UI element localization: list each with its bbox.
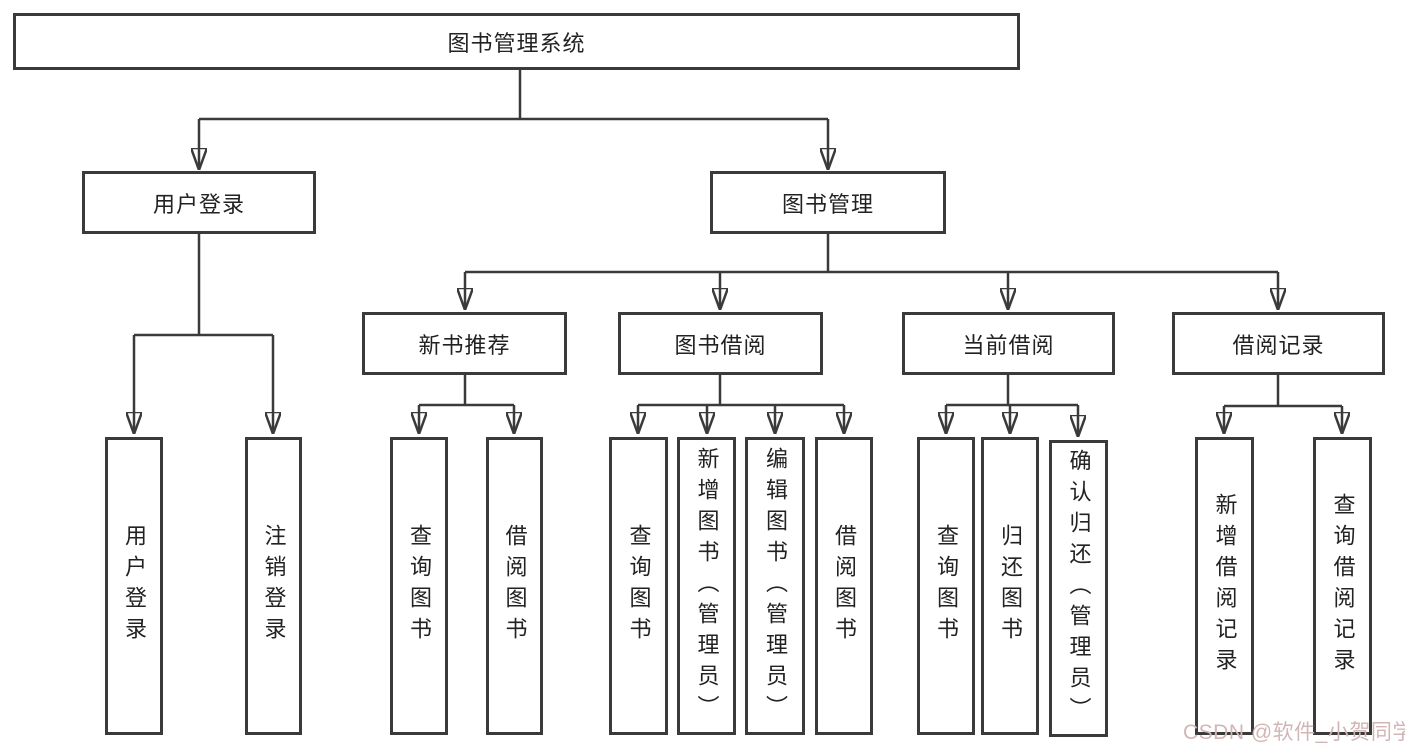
node-leaf-query-borrow-record: 查询借阅记录 — [1313, 437, 1372, 735]
node-current-borrow: 当前借阅 — [902, 312, 1115, 375]
node-leaf-confirm-return-admin: 确认归还（管理员） — [1049, 440, 1108, 737]
node-leaf-query-book-2: 查询图书 — [609, 437, 668, 735]
node-new-book-recommend: 新书推荐 — [362, 312, 567, 375]
leaf-label: 用户登录 — [122, 524, 147, 648]
node-leaf-borrow-book-2: 借阅图书 — [815, 437, 873, 735]
leaf-label: 查询图书 — [934, 524, 959, 648]
leaf-label: 注销登录 — [261, 524, 287, 648]
book-mgmt-to-level3-connector — [465, 234, 1278, 307]
node-book-borrow: 图书借阅 — [618, 312, 823, 375]
current-borrow-children-connector — [946, 375, 1078, 434]
node-leaf-borrow-book-1: 借阅图书 — [486, 437, 543, 735]
new-book-children-connector — [419, 375, 514, 431]
leaf-label: 查询借阅记录 — [1330, 493, 1356, 679]
borrow-record-children-connector — [1224, 375, 1342, 431]
node-leaf-query-book-1: 查询图书 — [390, 437, 448, 735]
node-user-login: 用户登录 — [82, 171, 316, 234]
user-login-children-connector — [134, 234, 273, 431]
leaf-label: 新增图书（管理员） — [694, 446, 720, 726]
node-leaf-query-book-3: 查询图书 — [917, 437, 975, 735]
leaf-label: 确认归还（管理员） — [1066, 449, 1092, 728]
leaf-label: 编辑图书（管理员） — [763, 446, 788, 726]
leaf-label: 归还图书 — [998, 524, 1023, 648]
node-borrow-record: 借阅记录 — [1172, 312, 1385, 375]
leaf-label: 新增借阅记录 — [1212, 493, 1238, 679]
node-leaf-add-book-admin: 新增图书（管理员） — [677, 437, 736, 735]
leaf-label: 查询图书 — [626, 524, 652, 648]
node-leaf-add-borrow-record: 新增借阅记录 — [1195, 437, 1254, 735]
node-book-management: 图书管理 — [710, 171, 946, 234]
root-to-level2-connector — [199, 70, 828, 167]
node-root-system: 图书管理系统 — [13, 13, 1020, 70]
leaf-label: 借阅图书 — [832, 524, 857, 648]
node-leaf-logout: 注销登录 — [245, 437, 302, 735]
csdn-watermark: CSDN @软件_小贺同学 — [1183, 721, 1405, 744]
node-leaf-user-login: 用户登录 — [105, 437, 163, 735]
leaf-label: 借阅图书 — [502, 524, 528, 648]
node-leaf-return-book: 归还图书 — [981, 437, 1039, 735]
book-borrow-children-connector — [638, 375, 844, 431]
leaf-label: 查询图书 — [407, 524, 432, 648]
node-leaf-edit-book-admin: 编辑图书（管理员） — [745, 437, 805, 735]
